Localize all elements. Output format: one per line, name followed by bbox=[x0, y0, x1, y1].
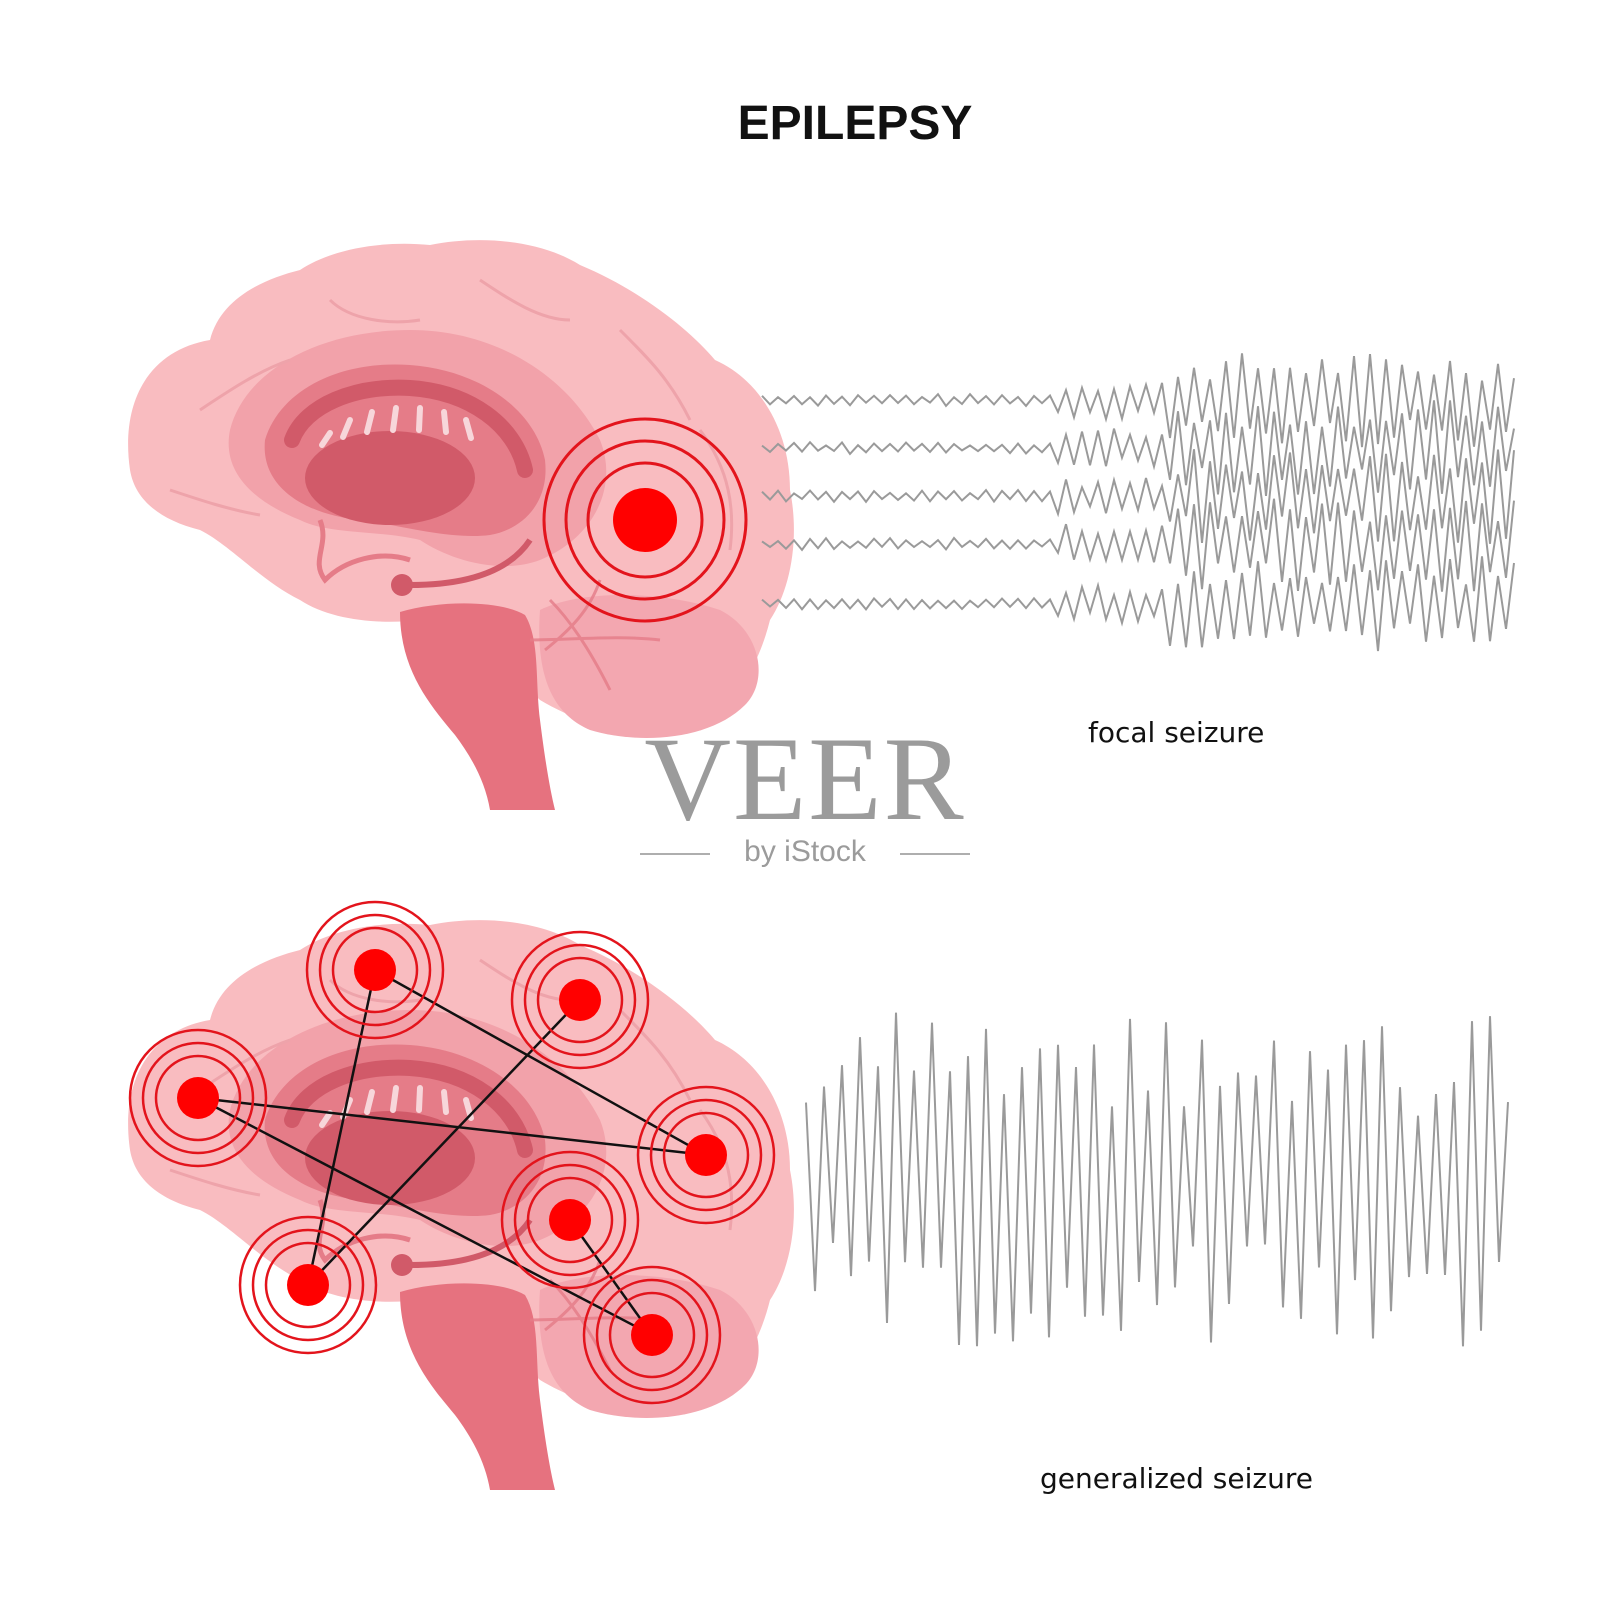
watermark-rule-right bbox=[900, 853, 970, 855]
seizure-focus-icon-1 bbox=[305, 900, 445, 1040]
watermark-byline: by iStock bbox=[744, 835, 866, 868]
eeg-trace-2 bbox=[761, 400, 1515, 496]
seizure-foci-generalized bbox=[128, 900, 776, 1405]
seizure-focus-icon-focal bbox=[542, 417, 748, 623]
seizure-focus-icon-7 bbox=[582, 1265, 722, 1405]
connection-line-4 bbox=[197, 1096, 707, 1157]
seizure-focus-icon-5 bbox=[500, 1150, 640, 1290]
eeg-trace-4 bbox=[761, 498, 1515, 592]
connection-line-6 bbox=[568, 1219, 654, 1336]
connection-lines bbox=[197, 968, 707, 1337]
seizure-focus-icon-2 bbox=[510, 930, 650, 1070]
eeg-trace-generalized bbox=[805, 1012, 1509, 1347]
watermark-rule-left bbox=[640, 853, 710, 855]
connection-line-2 bbox=[374, 968, 707, 1157]
focal-seizure-caption: focal seizure bbox=[1088, 716, 1265, 749]
seizure-focus-icon-3 bbox=[128, 1028, 268, 1168]
watermark-brand: VEER bbox=[644, 712, 966, 845]
eeg-wave-icon-generalized bbox=[805, 1012, 1509, 1347]
brain-illustration-generalized bbox=[128, 920, 794, 1490]
connection-line-5 bbox=[197, 1096, 653, 1337]
seizure-focus-icon-6 bbox=[238, 1215, 378, 1355]
generalized-seizure-caption: generalized seizure bbox=[1040, 1462, 1313, 1495]
connection-line-1 bbox=[306, 969, 377, 1286]
seizure-focus-icon-4 bbox=[636, 1085, 776, 1225]
eeg-trace-5 bbox=[761, 556, 1515, 652]
eeg-wave-icon-focal bbox=[761, 353, 1515, 652]
connection-line-3 bbox=[307, 999, 581, 1286]
eeg-trace-3 bbox=[761, 449, 1515, 544]
page-title: EPILEPSY bbox=[737, 97, 973, 150]
eeg-trace-1 bbox=[761, 353, 1515, 448]
